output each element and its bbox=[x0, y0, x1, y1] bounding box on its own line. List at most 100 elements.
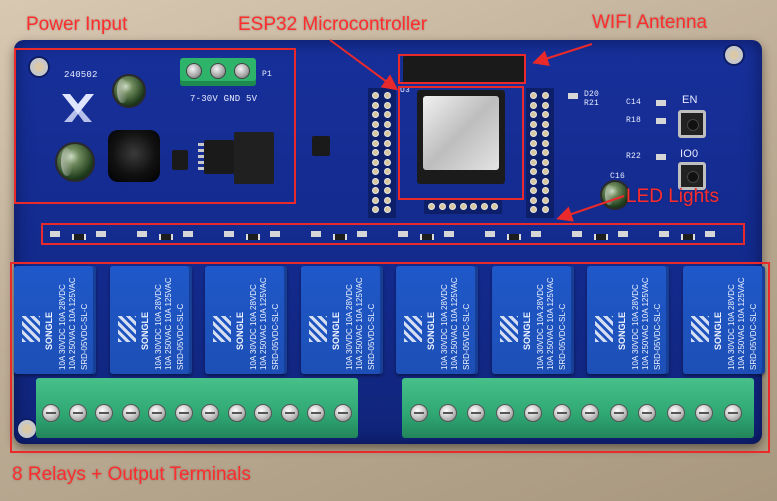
voltage-regulator bbox=[234, 132, 274, 184]
header-pin bbox=[428, 203, 435, 210]
header-pin bbox=[530, 168, 537, 175]
header-pin bbox=[530, 187, 537, 194]
led-resistor bbox=[659, 231, 669, 237]
header-pin bbox=[384, 139, 391, 147]
header-pin bbox=[542, 196, 549, 204]
led-resistor bbox=[398, 231, 408, 237]
header-pin bbox=[542, 177, 549, 185]
header-pin bbox=[530, 158, 537, 166]
header-pin bbox=[372, 168, 379, 175]
mounting-hole bbox=[725, 46, 743, 64]
led-resistor bbox=[311, 231, 321, 237]
led-resistor bbox=[183, 231, 193, 237]
header-pin bbox=[384, 187, 391, 194]
header-pin bbox=[384, 158, 391, 166]
header-pin bbox=[459, 203, 467, 210]
header-pin bbox=[542, 206, 549, 213]
header-pin bbox=[530, 111, 537, 118]
smd-led bbox=[507, 234, 521, 240]
header-pin bbox=[491, 203, 498, 210]
relay-brand-logo bbox=[499, 316, 518, 342]
header-pin bbox=[372, 206, 379, 213]
en-button[interactable] bbox=[678, 110, 706, 138]
header-pin bbox=[384, 177, 391, 185]
diode bbox=[172, 150, 188, 170]
led-resistor bbox=[444, 231, 454, 237]
header-pin bbox=[542, 168, 549, 175]
led-resistor bbox=[137, 231, 147, 237]
header-pin bbox=[542, 158, 549, 166]
terminal-screw bbox=[410, 404, 428, 422]
header-pin bbox=[384, 111, 391, 118]
en-label: EN bbox=[682, 94, 698, 106]
header-pin bbox=[384, 196, 391, 204]
esp32-label: ESP32 Microcontroller bbox=[238, 14, 428, 35]
terminal-screw bbox=[234, 63, 250, 79]
header-pin bbox=[480, 203, 488, 210]
smd-led bbox=[246, 234, 260, 240]
ic-leads bbox=[198, 143, 204, 171]
led-resistor bbox=[572, 231, 582, 237]
relay-brand-logo bbox=[117, 316, 136, 342]
terminal-screw bbox=[723, 404, 742, 422]
relay-brand-logo bbox=[595, 316, 613, 342]
smd-led bbox=[72, 234, 86, 240]
header-pin bbox=[372, 187, 379, 194]
electrolytic-capacitor bbox=[112, 74, 146, 108]
terminal-screw bbox=[210, 63, 226, 79]
terminal-screw bbox=[552, 404, 571, 422]
terminal-screw bbox=[609, 404, 628, 422]
c16-label: C16 bbox=[610, 172, 626, 181]
header-pin bbox=[449, 203, 456, 210]
wifi-antenna-box bbox=[398, 54, 526, 84]
header-pin bbox=[384, 92, 391, 99]
led-lights-label: LED Lights bbox=[626, 186, 719, 207]
output-terminal-block-left bbox=[36, 378, 358, 438]
electrolytic-capacitor bbox=[600, 180, 630, 210]
header-pin bbox=[372, 149, 379, 156]
header-pin bbox=[470, 203, 477, 210]
header-pin bbox=[530, 149, 537, 156]
header-pin bbox=[542, 139, 549, 147]
header-pin bbox=[372, 92, 379, 99]
smd-component bbox=[656, 154, 666, 160]
wifi-antenna-label: WIFI Antenna bbox=[592, 12, 708, 33]
io0-button[interactable] bbox=[678, 162, 706, 190]
terminal-screw bbox=[467, 404, 485, 422]
header-pin bbox=[542, 130, 549, 137]
esp32-arrow bbox=[329, 39, 399, 91]
header-pin bbox=[530, 130, 537, 137]
smd-led bbox=[159, 234, 173, 240]
relay-brand-logo bbox=[22, 316, 40, 342]
header-pin bbox=[372, 130, 379, 137]
smd-led bbox=[420, 234, 434, 240]
power-input-label: Power Input bbox=[26, 14, 128, 35]
header-pin bbox=[384, 120, 391, 128]
relay-brand-logo bbox=[690, 316, 709, 342]
led-resistor bbox=[224, 231, 234, 237]
header-pin bbox=[384, 168, 391, 175]
led-resistor bbox=[618, 231, 628, 237]
relay-brand-logo bbox=[213, 316, 231, 342]
c14-label: C14 bbox=[626, 98, 642, 107]
regulator-ic bbox=[204, 140, 234, 174]
u3-label: U3 bbox=[400, 86, 411, 95]
terminal-screw bbox=[524, 404, 542, 422]
electrolytic-capacitor bbox=[55, 142, 95, 182]
relay-brand-logo bbox=[404, 316, 422, 342]
header-pin bbox=[530, 120, 537, 128]
header-pin bbox=[372, 111, 379, 118]
led-resistor bbox=[357, 231, 367, 237]
terminal-screw bbox=[438, 404, 457, 422]
terminal-screw bbox=[495, 404, 514, 422]
header-pin bbox=[372, 139, 379, 147]
header-pin bbox=[530, 101, 537, 109]
header-pin bbox=[542, 120, 549, 128]
mounting-hole bbox=[18, 420, 36, 438]
led-resistor bbox=[531, 231, 541, 237]
